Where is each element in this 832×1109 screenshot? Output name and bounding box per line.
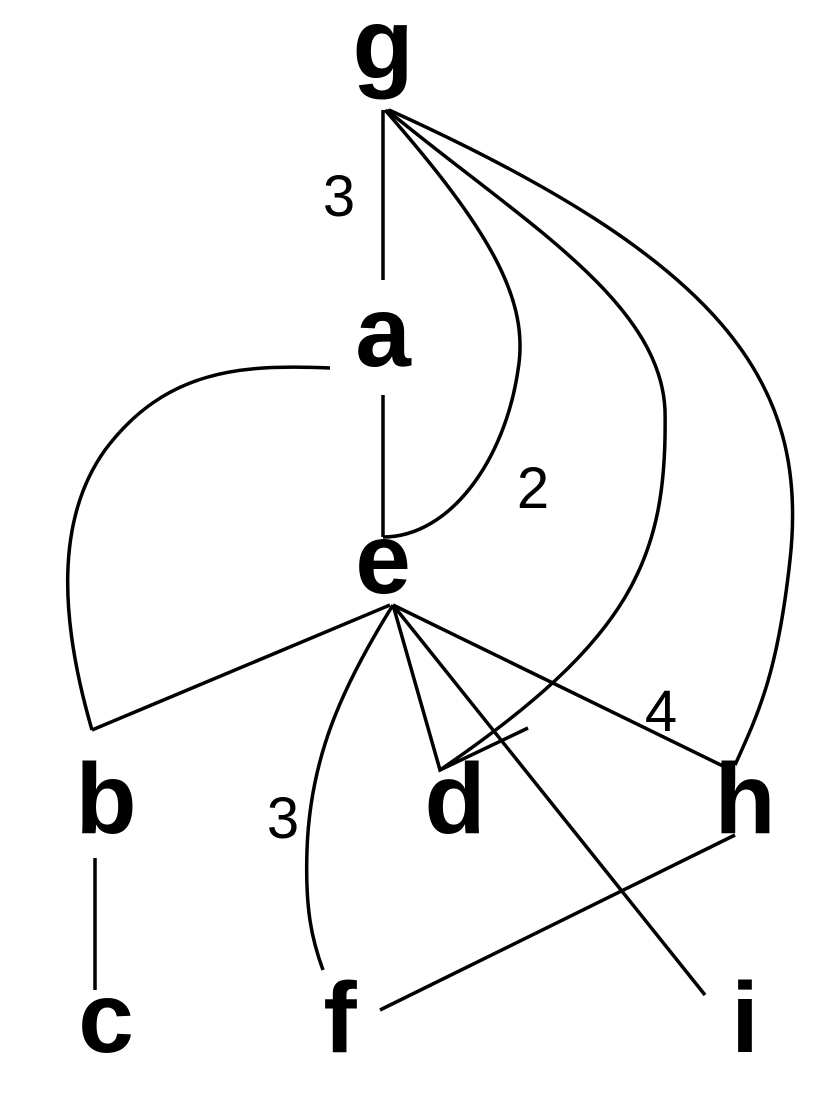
node-i: i: [731, 962, 759, 1074]
node-h: h: [714, 743, 775, 855]
node-labels: g a e b d h c f i: [75, 0, 775, 1074]
weight-label-g-e: 2: [517, 456, 549, 521]
node-b: b: [75, 743, 136, 855]
edge-e-f-curve: [304, 604, 395, 971]
edge-g-d-curve: [385, 108, 667, 772]
node-c: c: [78, 962, 134, 1074]
edges: [66, 108, 795, 1012]
edge-e-h: [392, 603, 728, 770]
edge-e-i: [391, 603, 707, 997]
node-f: f: [323, 962, 357, 1074]
node-a: a: [355, 276, 412, 388]
weight-labels: 3 2 4 3: [267, 164, 677, 851]
edge-g-h-curve: [388, 108, 795, 766]
edge-a-b-curve: [66, 365, 331, 731]
weight-label-e-h: 4: [645, 679, 677, 744]
edge-h-f: [379, 833, 736, 1012]
node-d: d: [424, 743, 485, 855]
node-e: e: [355, 503, 411, 615]
edge-g-e-curve: [382, 108, 522, 539]
weight-label-e-f: 3: [267, 786, 299, 851]
edge-e-d: [391, 604, 529, 773]
node-g: g: [352, 0, 413, 100]
edge-e-b: [91, 603, 391, 732]
weight-label-g-a: 3: [323, 164, 355, 229]
